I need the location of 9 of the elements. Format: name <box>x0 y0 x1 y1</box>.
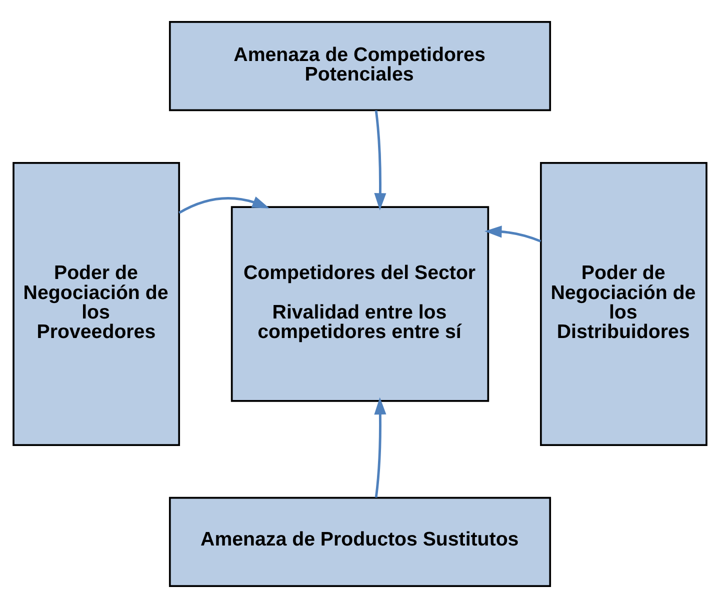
node-box: Poder de Negociación de los Distribuidores <box>540 162 708 446</box>
node-box: Poder de Negociación de los Proveedores <box>12 162 180 446</box>
node-box: Amenaza de Competidores Potenciales <box>168 20 552 111</box>
arrow <box>374 396 386 498</box>
arrow <box>374 110 386 210</box>
node-box: Amenaza de Productos Sustitutos <box>168 496 552 587</box>
arrow <box>484 225 542 242</box>
arrow <box>178 196 270 214</box>
node-box: Competidores del Sector Rivalidad entre los competidores entre sí <box>230 206 490 402</box>
